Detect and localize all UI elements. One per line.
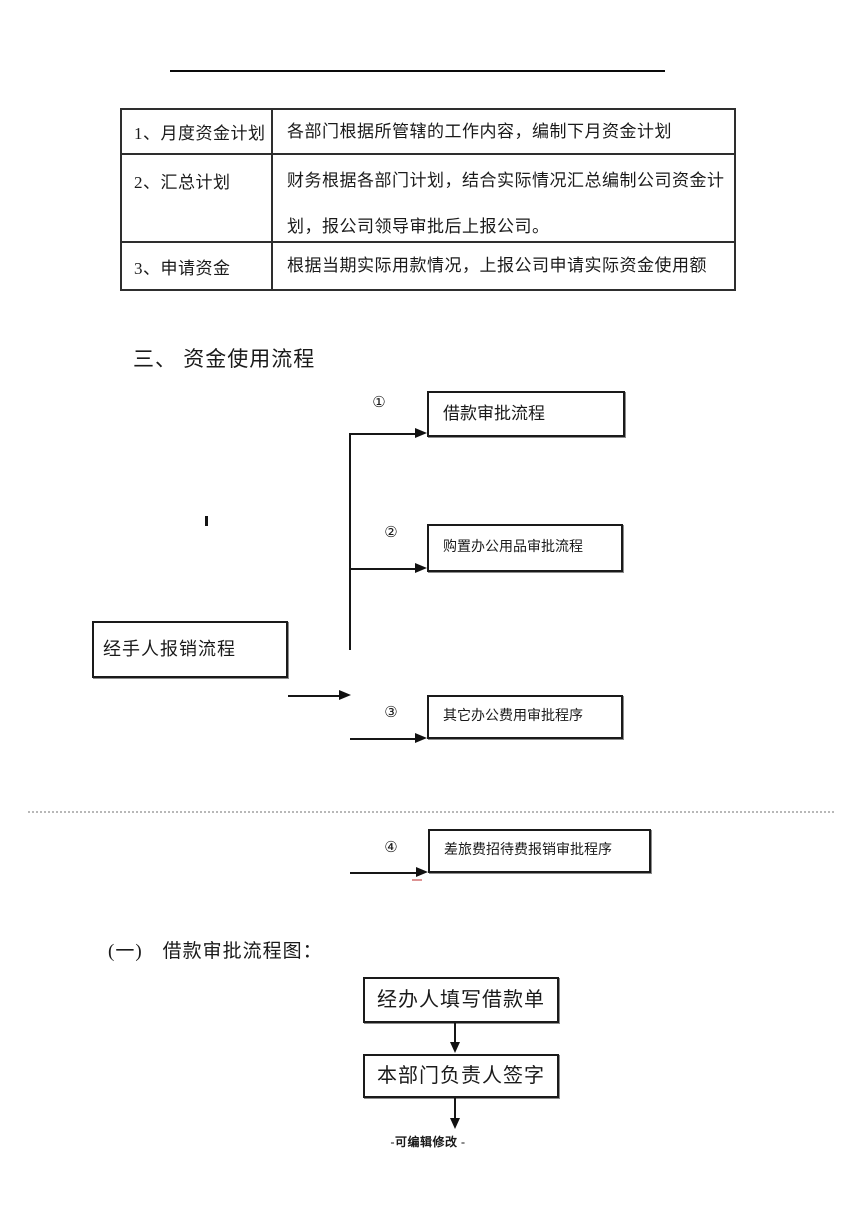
page-break-dotted-line [28,811,834,813]
arrow-line-branch-2 [350,568,416,570]
table-row: 2、汇总计划 财务根据各部门计划，结合实际情况汇总编制公司资金计 划，报公司领导… [122,155,734,243]
arrow-head-branch-3 [415,733,427,743]
arrow-line-from-source [288,695,339,697]
arrow-head-step-2 [449,1118,460,1129]
connector-vertical-line [349,433,351,650]
table-cell-label: 1、月度资金计划 [122,110,273,153]
arrow-line-step-2 [454,1098,456,1119]
table-cell-content: 根据当期实际用款情况，上报公司申请实际资金使用额 [287,256,707,275]
circled-number-4: ④ [384,840,398,856]
arrow-line-branch-4 [350,872,417,874]
flow-box-loan-approval: 借款审批流程 [427,391,625,437]
section-heading: 三、 资金使用流程 [133,347,316,371]
flow-box-other-office-expense-approval: 其它办公费用审批程序 [427,695,623,739]
flow-box-label: 经手人报销流程 [103,639,236,659]
table-row: 3、申请资金 根据当期实际用款情况，上报公司申请实际资金使用额 [122,243,734,289]
arrow-head-branch-4 [416,867,428,877]
funding-plan-table: 1、月度资金计划 各部门根据所管辖的工作内容，编制下月资金计划 2、汇总计划 财… [120,108,736,291]
flow-step-fill-loan-form: 经办人填写借款单 [363,977,559,1023]
arrow-head-step-1 [449,1042,460,1053]
stray-tick-mark [205,516,208,526]
table-cell-content-line: 划，报公司领导审批后上报公司。 [287,217,550,236]
horizontal-rule [170,70,665,72]
table-cell-label: 2、汇总计划 [122,155,273,241]
flow-box-travel-entertainment-approval: 差旅费招待费报销审批程序 [428,829,651,873]
flow-box-handler-reimbursement: 经手人报销流程 [92,621,288,678]
flow-box-office-supplies-approval: 购置办公用品审批流程 [427,524,623,572]
circled-number-1: ① [372,395,386,411]
flow-box-label: 其它办公费用审批程序 [443,709,583,724]
red-artifact-mark [412,879,422,881]
sub-section-heading: (一) 借款审批流程图： [108,941,323,962]
flow-step-department-head-sign: 本部门负责人签字 [363,1054,559,1098]
table-cell-content-line: 财务根据各部门计划，结合实际情况汇总编制公司资金计 [287,171,725,190]
arrow-line-branch-1 [350,433,416,435]
flow-box-label: 借款审批流程 [443,404,545,423]
arrow-line-branch-3 [350,738,416,740]
table-cell-label: 3、申请资金 [122,243,273,289]
arrow-head-branch-2 [415,563,427,573]
table-row: 1、月度资金计划 各部门根据所管辖的工作内容，编制下月资金计划 [122,110,734,155]
circled-number-3: ③ [384,705,398,721]
flow-step-label: 经办人填写借款单 [377,989,545,1011]
arrow-line-step-1 [454,1023,456,1043]
editable-note-footer: -可编辑修改 - [390,1135,466,1149]
arrow-head-from-source [339,690,351,700]
table-cell-content: 各部门根据所管辖的工作内容，编制下月资金计划 [287,121,672,141]
circled-number-2: ② [384,525,398,541]
flow-box-label: 购置办公用品审批流程 [443,540,583,555]
flow-step-label: 本部门负责人签字 [377,1065,545,1087]
flow-box-label: 差旅费招待费报销审批程序 [444,843,612,858]
arrow-head-branch-1 [415,428,427,438]
